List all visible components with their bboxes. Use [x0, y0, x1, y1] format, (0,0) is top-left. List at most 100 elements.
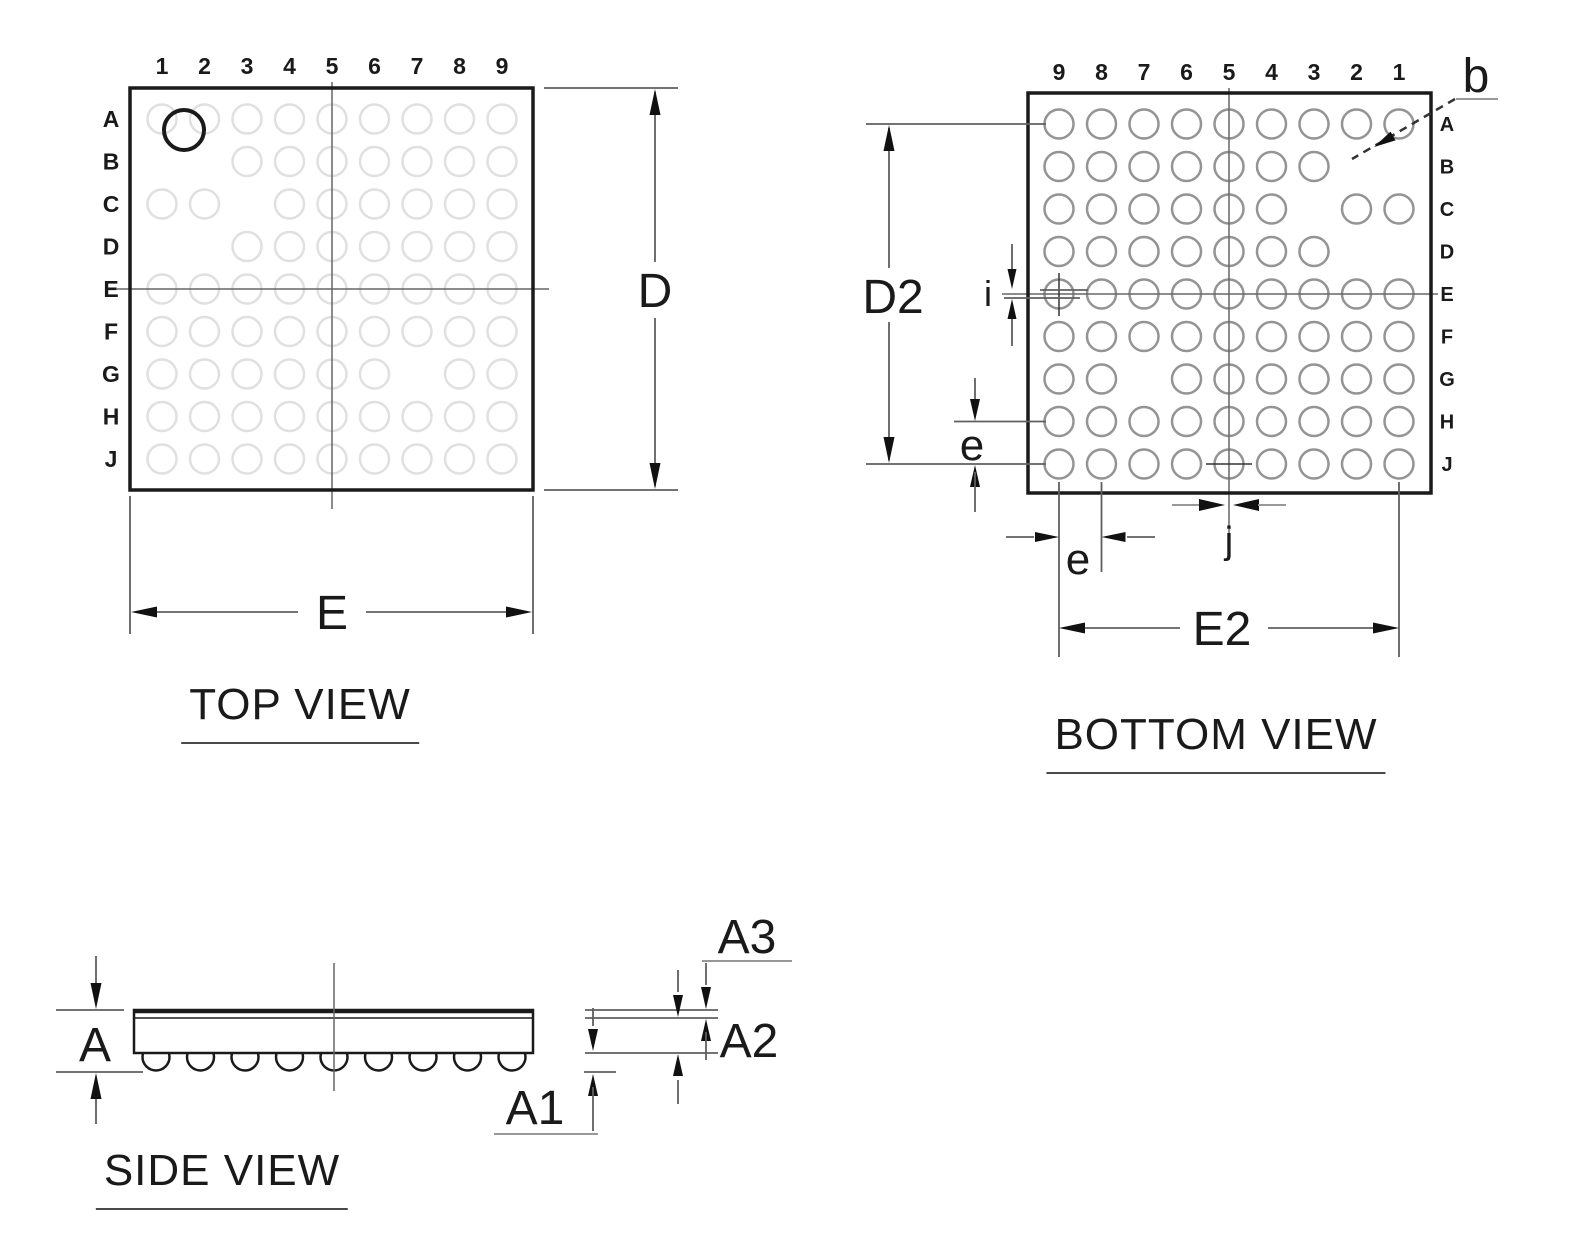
pad-top-H2 — [188, 400, 221, 433]
pad-bottom-F7 — [1128, 320, 1160, 353]
bottom-view-column-label-9: 9 — [1053, 59, 1066, 85]
dim-A1-arrow-down — [588, 1029, 598, 1051]
pad-top-H9 — [486, 400, 518, 433]
dim-e-horiz-arrow-right — [1035, 532, 1059, 542]
bottom-view-body — [1026, 91, 1433, 495]
pad-bottom-D8 — [1085, 235, 1118, 268]
dim-label-A: A — [79, 1019, 111, 1072]
pad-top-A4 — [273, 103, 306, 135]
top-view-column-label-5: 5 — [326, 53, 339, 79]
pad-top-F1 — [146, 315, 178, 348]
pad-top-B4 — [273, 145, 306, 178]
pad-top-A1 — [146, 103, 178, 135]
pad-top-J6 — [358, 443, 391, 475]
pad-bottom-J6 — [1170, 448, 1203, 480]
dim-e-vert-arrow-down — [970, 399, 980, 421]
pad-bottom-D3 — [1298, 235, 1330, 268]
top-view-title: TOP VIEW — [181, 680, 419, 744]
pad-top-D8 — [443, 230, 476, 263]
pad-bottom-B3 — [1298, 150, 1330, 183]
pad-top-F8 — [443, 315, 476, 348]
pad-top-H7 — [401, 400, 433, 433]
dim-label-j: j — [1224, 520, 1233, 562]
bottom-view-title: BOTTOM VIEW — [1046, 710, 1386, 774]
top-view-column-label-9: 9 — [496, 53, 509, 79]
pad-top-D3 — [231, 230, 263, 263]
bottom-view-column-label-5: 5 — [1223, 59, 1236, 85]
top-view-column-label-1: 1 — [156, 53, 169, 79]
pad-bottom-C2 — [1340, 193, 1373, 225]
pad-top-B6 — [358, 145, 391, 178]
dim-label-e-horizontal: e — [1066, 535, 1090, 584]
pad-top-B7 — [401, 145, 433, 178]
pad-top-J8 — [443, 443, 476, 475]
pad-bottom-G6 — [1170, 363, 1203, 395]
pad-bottom-A4 — [1255, 108, 1288, 140]
pad-bottom-A6 — [1170, 108, 1203, 140]
bottom-view-row-label-J: J — [1441, 454, 1452, 476]
pad-top-H6 — [358, 400, 391, 433]
dim-label-i: i — [984, 273, 992, 314]
pad-top-J9 — [486, 443, 518, 475]
dim-label-D: D — [638, 265, 673, 318]
pad-top-B3 — [231, 145, 263, 178]
top-view-row-label-D: D — [103, 234, 120, 260]
pad-bottom-A9 — [1043, 108, 1075, 140]
bottom-view-column-label-1: 1 — [1393, 59, 1406, 85]
pad-bottom-D9 — [1043, 235, 1075, 268]
bottom-view-row-label-A: A — [1440, 114, 1454, 136]
pad-bottom-G3 — [1298, 363, 1330, 395]
pad-bottom-H7 — [1128, 405, 1160, 438]
dim-D2-arrow-up — [883, 125, 895, 151]
pad-bottom-J8 — [1085, 448, 1118, 480]
pad-bottom-H4 — [1255, 405, 1288, 438]
pad-top-C6 — [358, 188, 391, 220]
dim-j-arrow-left — [1233, 499, 1259, 511]
bottom-view-column-label-6: 6 — [1180, 59, 1193, 85]
pad-bottom-J4 — [1255, 448, 1288, 480]
pad-top-J1 — [146, 443, 178, 475]
pad-top-C9 — [486, 188, 518, 220]
bottom-view-row-label-C: C — [1440, 199, 1454, 221]
pad-top-D6 — [358, 230, 391, 263]
pad-top-J3 — [231, 443, 263, 475]
pad-bottom-C9 — [1043, 193, 1075, 225]
pad-top-F2 — [188, 315, 221, 348]
top-view-column-label-7: 7 — [411, 53, 424, 79]
dim-label-A2: A2 — [720, 1015, 779, 1068]
bottom-view-column-label-3: 3 — [1308, 59, 1321, 85]
pad-top-D7 — [401, 230, 433, 263]
pad-bottom-H3 — [1298, 405, 1330, 438]
pad-bottom-F1 — [1383, 320, 1415, 353]
pad-top-J2 — [188, 443, 221, 475]
top-view-row-label-H: H — [103, 404, 120, 430]
pad-top-G6 — [358, 358, 391, 390]
pad-bottom-H6 — [1170, 405, 1203, 438]
pad-top-G4 — [273, 358, 306, 390]
pad-top-C1 — [146, 188, 178, 220]
top-view-column-label-8: 8 — [453, 53, 466, 79]
pad-top-G2 — [188, 358, 221, 390]
dim-A3-arrow-down — [701, 987, 711, 1009]
bottom-view-column-label-7: 7 — [1138, 59, 1151, 85]
pad-top-A3 — [231, 103, 263, 135]
pad-top-B8 — [443, 145, 476, 178]
pad-bottom-B6 — [1170, 150, 1203, 183]
pad-top-G8 — [443, 358, 476, 390]
pad-bottom-B9 — [1043, 150, 1075, 183]
dim-b-leader — [1351, 97, 1456, 161]
pad-bottom-D6 — [1170, 235, 1203, 268]
bottom-view-row-label-F: F — [1441, 327, 1453, 349]
pad-bottom-J2 — [1340, 448, 1373, 480]
top-view-row-label-B: B — [103, 149, 120, 175]
pad-bottom-C1 — [1383, 193, 1415, 225]
pad-bottom-H9 — [1043, 405, 1075, 438]
side-view-title: SIDE VIEW — [95, 1146, 349, 1210]
pad-top-A9 — [486, 103, 518, 135]
pad-bottom-C7 — [1128, 193, 1160, 225]
pad-top-D9 — [486, 230, 518, 263]
dim-A1-arrow-up — [588, 1074, 598, 1096]
top-view-row-label-G: G — [102, 361, 120, 387]
top-view-body — [128, 86, 535, 492]
